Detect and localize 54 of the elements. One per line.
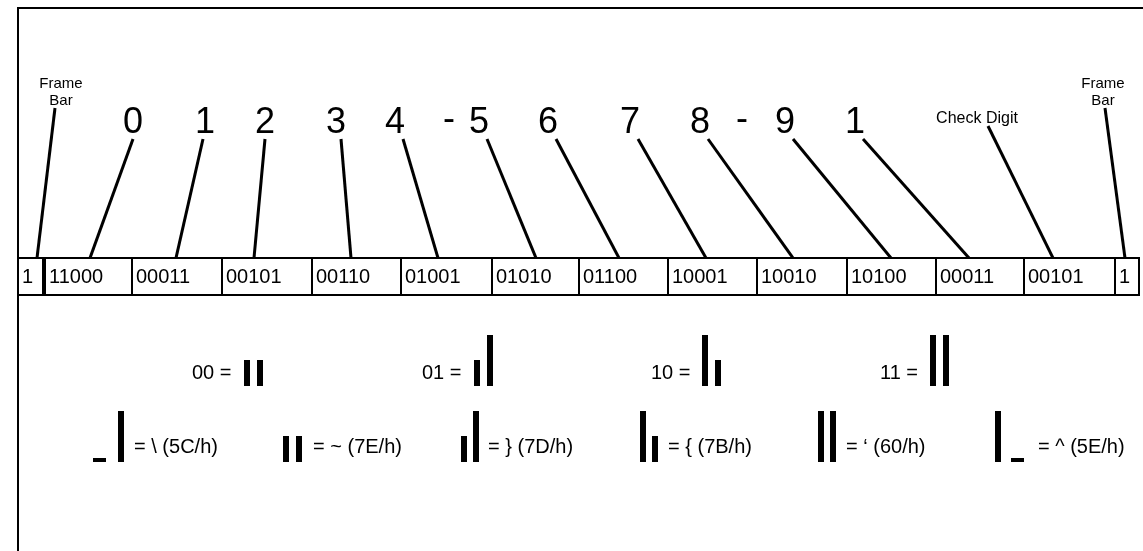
leader-line <box>485 138 538 259</box>
leader-line <box>88 138 135 259</box>
code-cell: 00011 <box>935 257 1025 296</box>
code-cell: 01001 <box>400 257 493 296</box>
leader-line <box>35 107 57 259</box>
digit-label: 5 <box>469 103 489 139</box>
digit-label: 0 <box>123 103 143 139</box>
code-cell: 00110 <box>311 257 402 296</box>
bit-pair-label: 11 = <box>880 362 918 382</box>
digit-label: 8 <box>690 103 710 139</box>
code-cell: 01100 <box>578 257 669 296</box>
leader-line <box>252 138 267 259</box>
code-cell: 10010 <box>756 257 848 296</box>
character-code-label: = { (7B/h) <box>668 436 752 456</box>
character-code-label: = ~ (7E/h) <box>313 436 402 456</box>
character-code-label: = ‘ (60/h) <box>846 436 926 456</box>
character-code-label: = \ (5C/h) <box>134 436 218 456</box>
character-code-label: = } (7D/h) <box>488 436 574 456</box>
leader-line <box>636 138 708 259</box>
separator-dash: - <box>443 100 455 136</box>
digit-label: 6 <box>538 103 558 139</box>
leader-line <box>174 138 205 259</box>
bit-pair-label: 01 = <box>422 362 462 382</box>
digit-label: 2 <box>255 103 275 139</box>
digit-label: 3 <box>326 103 346 139</box>
leader-line <box>401 138 440 259</box>
frame-bar-label: Frame Bar <box>1081 75 1125 108</box>
leader-line <box>986 125 1055 259</box>
character-code-label: = ^ (5E/h) <box>1038 436 1125 456</box>
leader-line <box>706 138 795 259</box>
code-cell: 00101 <box>221 257 313 296</box>
leader-line <box>1103 107 1127 259</box>
code-cell: 11000 <box>44 257 133 296</box>
check-digit-label: Check Digit <box>936 110 1018 126</box>
digit-label: 9 <box>775 103 795 139</box>
code-cell: 1 <box>1114 257 1140 296</box>
frame-bar-label: Frame Bar <box>39 75 83 108</box>
bit-pair-label: 00 = <box>192 362 232 382</box>
code-cell: 1 <box>17 257 44 296</box>
code-cell: 10001 <box>667 257 758 296</box>
digit-label: 4 <box>385 103 405 139</box>
digit-label: 1 <box>845 103 865 139</box>
leader-line <box>339 138 353 259</box>
code-cell: 01010 <box>491 257 580 296</box>
leader-line <box>554 138 621 259</box>
leader-line <box>791 138 893 259</box>
bit-pair-label: 10 = <box>651 362 691 382</box>
code-cell: 00101 <box>1023 257 1116 296</box>
separator-dash: - <box>736 100 748 136</box>
code-cell: 00011 <box>131 257 223 296</box>
leader-line <box>861 138 971 259</box>
digit-label: 1 <box>195 103 215 139</box>
digit-label: 7 <box>620 103 640 139</box>
code-cell: 10100 <box>846 257 937 296</box>
